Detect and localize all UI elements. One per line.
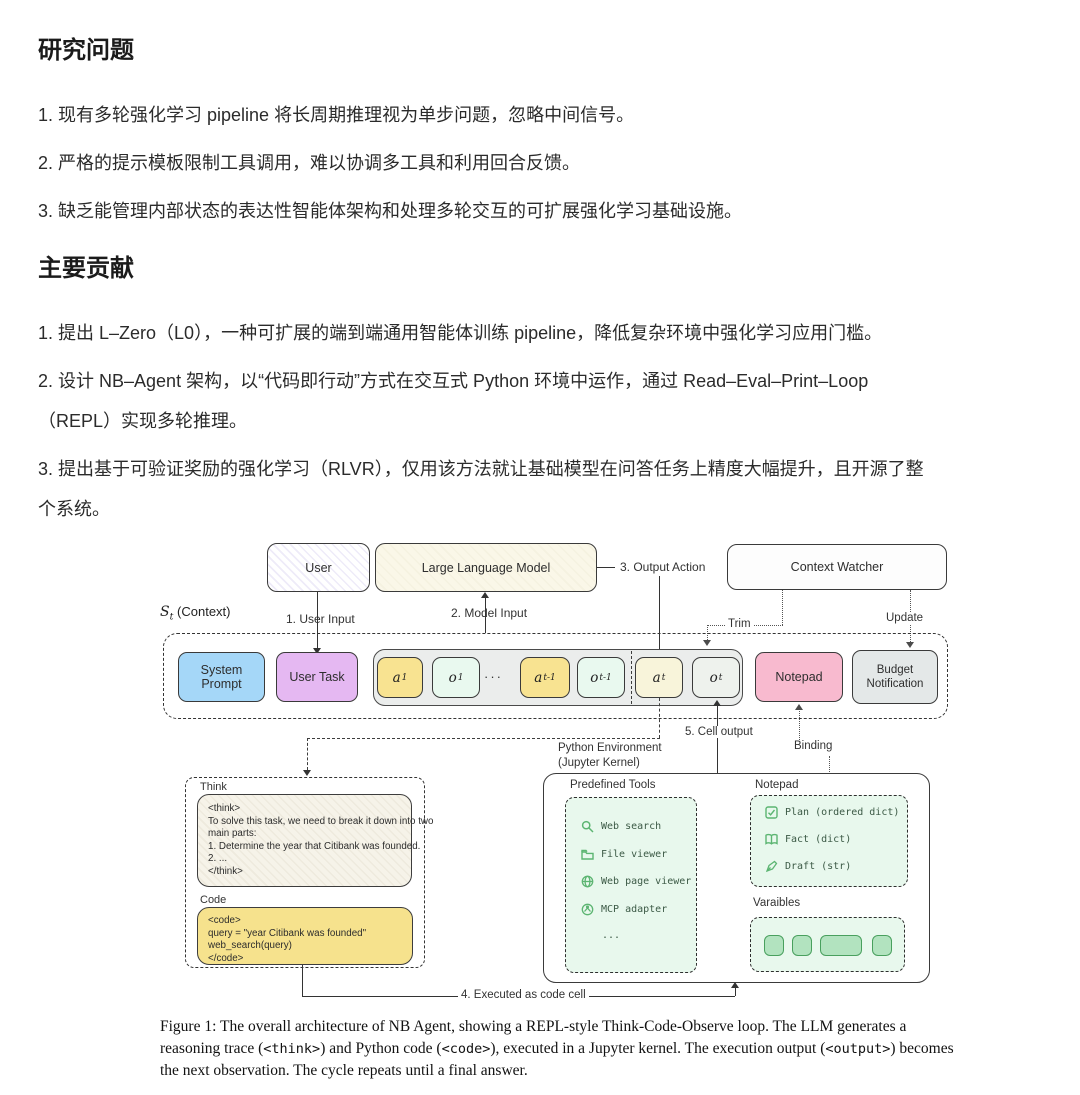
folder-icon [581,849,594,860]
output-action-line-h [597,567,615,568]
action-loop-line-v2 [307,738,308,770]
system-prompt-box: System Prompt [178,652,265,702]
main-contributions-list: 1. 提出 L–Zero（L0），一种可扩展的端到端通用智能体训练 pipeli… [38,313,1050,529]
predefined-tools-label: Predefined Tools [570,779,656,791]
notepad-fact-item: Fact (dict) [765,833,851,846]
binding-line-upper [799,709,800,740]
architecture-figure: User Large Language Model Context Watche… [150,538,962,1010]
list-item: 3. 提出基于可验证奖励的强化学习（RLVR），仅用该方法就让基础模型在问答任务… [38,459,924,519]
executed-arrowhead [731,982,739,988]
tool-web-search: Web search [581,820,661,833]
search-icon [581,820,594,833]
context-container [163,633,948,719]
list-item: 1. 现有多轮强化学习 pipeline 将长周期推理视为单步问题，忽略中间信号… [38,105,635,125]
variable-pill [764,935,784,956]
context-state-label: St (Context) [160,604,231,623]
action-loop-arrowhead [303,770,311,776]
book-icon [765,833,778,845]
tool-more-dots: ... [602,930,621,941]
token-ellipsis: ··· [484,669,503,684]
tool-file-viewer: File viewer [581,848,667,861]
list-item: 3. 缺乏能管理内部状态的表达性智能体架构和处理多轮交互的可扩展强化学习基础设施… [38,201,743,221]
globe-icon [581,875,594,888]
model-input-arrow-line [485,598,486,633]
user-task-box: User Task [276,652,358,702]
tool-mcp-adapter: MCP adapter [581,903,667,916]
python-env-label: Python Environment(Jupyter Kernel) [558,742,662,769]
model-input-arrowhead [481,592,489,598]
binding-line-lower [829,756,830,788]
mcp-icon [581,903,594,916]
pen-icon [765,860,778,873]
update-arrowhead [906,642,914,648]
user-box: User [267,543,370,592]
model-input-label: 2. Model Input [451,606,528,620]
executed-label: 4. Executed as code cell [458,989,589,1001]
code-label: Code [200,894,227,906]
cell-output-line [717,704,718,773]
variable-pill [872,935,892,956]
update-label: Update [883,612,927,624]
cell-output-label: 5. Cell output [682,726,756,738]
section-heading-main-contributions: 主要贡献 [38,255,134,282]
env-notepad-label: Notepad [755,779,799,791]
list-item: 2. 严格的提示模板限制工具调用，难以协调多工具和利用回合反馈。 [38,153,581,173]
context-watcher-box: Context Watcher [727,544,947,590]
think-block: <think> To solve this task, we need to b… [197,794,433,887]
notepad-context-box: Notepad [755,652,843,702]
trim-arrowhead [703,640,711,646]
variable-pill [792,935,812,956]
research-questions-list: 1. 现有多轮强化学习 pipeline 将长周期推理视为单步问题，忽略中间信号… [38,95,1050,231]
notepad-plan-item: Plan (ordered dict) [765,806,899,819]
trim-line-v-left [707,625,708,640]
binding-arrowhead-up [795,704,803,710]
figure-caption: Figure 1: The overall architecture of NB… [160,1018,954,1079]
predefined-tools-panel [565,797,697,973]
user-input-label: 1. User Input [286,612,355,626]
code-block: <code> query = "year Citibank was founde… [197,907,413,965]
variables-label: Varaibles [753,897,801,909]
token-separator [631,651,632,704]
binding-label: Binding [794,740,833,752]
tool-web-page-viewer: Web page viewer [581,875,691,888]
think-code-panel [185,777,425,968]
think-label: Think [200,781,227,793]
action-loop-line-h [307,738,660,739]
variable-pill [820,935,862,956]
executed-line-v-left [302,965,303,996]
output-action-line-v [659,576,660,650]
check-square-icon [765,806,778,819]
trim-line-v-right [782,590,783,625]
llm-box: Large Language Model [375,543,597,592]
notepad-draft-item: Draft (str) [765,860,851,873]
article-body: 研究问题 1. 现有多轮强化学习 pipeline 将长周期推理视为单步问题，忽… [38,30,1050,537]
trim-label: Trim [725,618,754,630]
action-loop-line-v1 [659,698,660,738]
user-input-arrowhead [313,648,321,654]
list-item: 2. 设计 NB–Agent 架构，以“代码即行动”方式在交互式 Python … [38,371,869,431]
user-input-arrow-line [317,592,318,648]
cell-output-arrowhead [713,700,721,706]
variables-panel [750,917,905,972]
list-item: 1. 提出 L–Zero（L0），一种可扩展的端到端通用智能体训练 pipeli… [38,323,883,343]
output-action-label: 3. Output Action [620,560,706,574]
section-heading-research-questions: 研究问题 [38,37,134,64]
executed-line-v-right [735,988,736,996]
